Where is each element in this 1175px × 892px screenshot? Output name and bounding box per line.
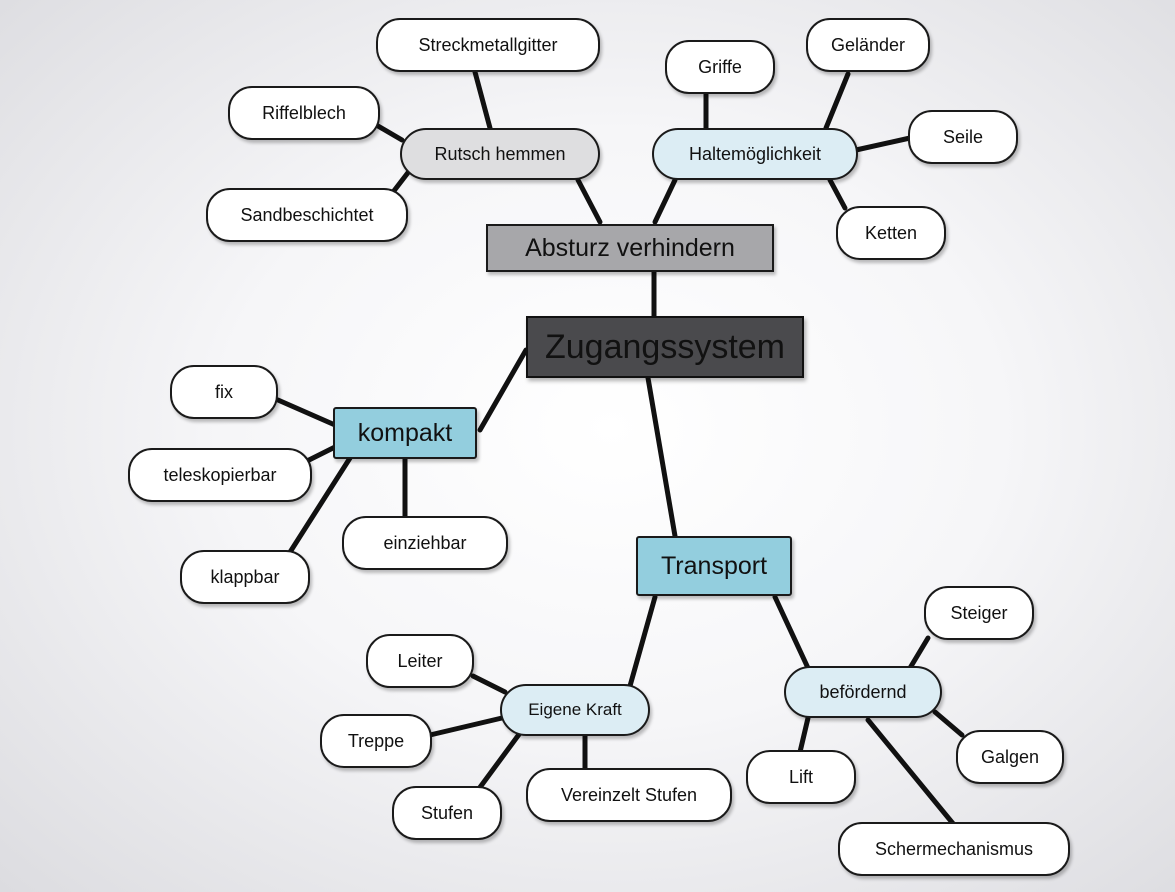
leaf-sandbeschichtet: Sandbeschichtet <box>206 188 408 242</box>
subbranch-eigene-kraft: Eigene Kraft <box>500 684 650 736</box>
branch-transport: Transport <box>636 536 792 596</box>
leaf-teleskopierbar: teleskopierbar <box>128 448 312 502</box>
leaf-steiger: Steiger <box>924 586 1034 640</box>
leaf-lift: Lift <box>746 750 856 804</box>
leaf-riffelblech: Riffelblech <box>228 86 380 140</box>
leaf-seile: Seile <box>908 110 1018 164</box>
leaf-leiter: Leiter <box>366 634 474 688</box>
leaf-einziehbar: einziehbar <box>342 516 508 570</box>
branch-kompakt: kompakt <box>333 407 477 459</box>
leaf-ketten: Ketten <box>836 206 946 260</box>
leaf-treppe: Treppe <box>320 714 432 768</box>
leaf-griffe: Griffe <box>665 40 775 94</box>
leaf-schermechanismus: Schermechanismus <box>838 822 1070 876</box>
root-node: Zugangssystem <box>526 316 804 378</box>
leaf-galgen: Galgen <box>956 730 1064 784</box>
leaf-stufen: Stufen <box>392 786 502 840</box>
subbranch-haltemoeglichkeit: Haltemöglichkeit <box>652 128 858 180</box>
subbranch-befoerdernd: befördernd <box>784 666 942 718</box>
leaf-fix: fix <box>170 365 278 419</box>
leaf-streckmetallgitter: Streckmetallgitter <box>376 18 600 72</box>
leaf-vereinzelt-stufen: Vereinzelt Stufen <box>526 768 732 822</box>
branch-absturz-verhindern: Absturz verhindern <box>486 224 774 272</box>
leaf-gelaender: Geländer <box>806 18 930 72</box>
subbranch-rutsch-hemmen: Rutsch hemmen <box>400 128 600 180</box>
leaf-klappbar: klappbar <box>180 550 310 604</box>
